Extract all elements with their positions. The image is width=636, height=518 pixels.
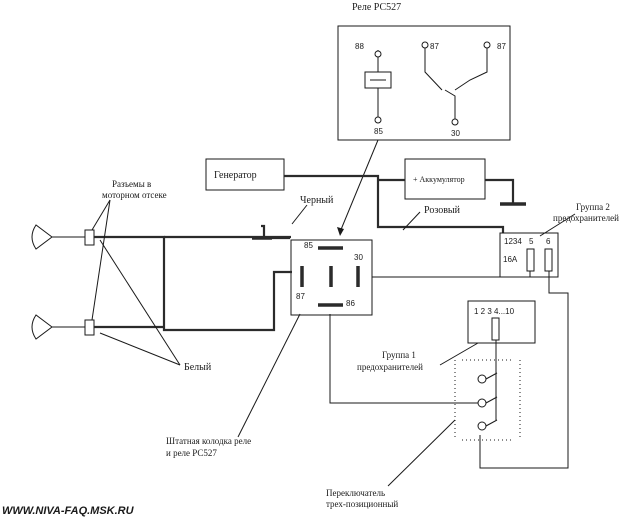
label-fuse1-1: Группа 1: [382, 350, 416, 360]
socket-pin-85: 85: [304, 241, 313, 250]
horn-bottom: [31, 314, 95, 340]
relay-pin-87a: 87: [430, 42, 439, 51]
relay-arrow: [339, 139, 379, 233]
label-switch-1: Переключатель: [326, 488, 385, 498]
relay-pin-85: 85: [374, 127, 383, 136]
label-fuse2-1: Группа 2: [576, 202, 610, 212]
socket-pin-30: 30: [354, 253, 363, 262]
socket-pin-87: 87: [296, 292, 305, 301]
fuse2-f5: 5: [529, 237, 534, 246]
generator-label: Генератор: [214, 170, 257, 181]
relay-terminal-85: [374, 116, 382, 124]
relay-pin-88: 88: [355, 42, 364, 51]
label-switch-2: трех-позиционный: [326, 499, 398, 509]
label-fuse1-2: предохранителей: [357, 362, 423, 372]
generator-box: [205, 158, 285, 191]
relay-terminal-87a: [421, 41, 429, 49]
label-connectors-2: моторном отсеке: [102, 190, 167, 200]
label-connectors-1: Разъемы в: [112, 179, 151, 189]
fuse2-numbers: 1234: [504, 237, 522, 246]
fuse-group-1: [467, 300, 536, 344]
fuse2-rating: 16A: [503, 255, 518, 264]
label-pink: Розовый: [424, 205, 461, 216]
relay-title: Реле РС527: [352, 2, 401, 13]
fuse2-f6: 6: [546, 237, 551, 246]
label-white: Белый: [184, 362, 212, 373]
relay-detail: Реле РС527 88 85 87 87 30: [337, 2, 511, 141]
battery-label: + Аккумулятор: [413, 175, 465, 184]
relay-terminal-88: [374, 50, 382, 58]
socket-pin-86: 86: [346, 299, 355, 308]
horn-top: [31, 224, 95, 250]
fuse1-numbers: 1 2 3 4...10: [474, 307, 515, 316]
label-socket-2: и реле РС527: [166, 448, 217, 458]
site-watermark: WWW.NIVA-FAQ.MSK.RU: [2, 505, 135, 517]
relay-terminal-87: [483, 41, 491, 49]
label-black: Черный: [300, 195, 334, 206]
battery-box: [404, 158, 486, 200]
relay-terminal-30: [451, 118, 459, 126]
relay-pin-87: 87: [497, 42, 506, 51]
relay-pin-30: 30: [451, 129, 460, 138]
three-position-switch: [454, 359, 521, 441]
label-fuse2-2: предохранителей: [553, 213, 619, 223]
label-socket-1: Штатная колодка реле: [166, 436, 251, 446]
